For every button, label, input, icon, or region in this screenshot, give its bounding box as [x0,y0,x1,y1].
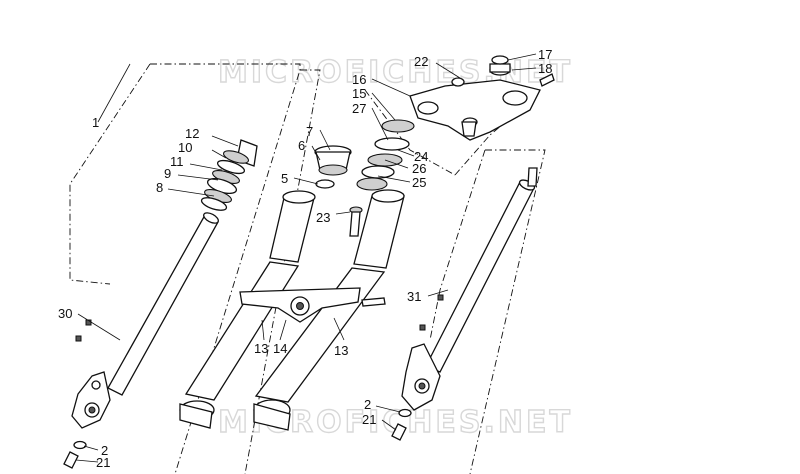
callout-7: 7 [306,124,313,139]
callout-24: 24 [414,149,428,164]
left-fork-seals [200,139,258,211]
callout-16: 16 [352,72,366,87]
right-fork-tube [425,167,538,373]
callout-25: 25 [412,175,426,190]
callout-2-right: 2 [364,397,371,412]
group-bracket-1 [69,63,321,474]
callout-8: 8 [156,180,163,195]
left-axle-bracket [71,371,111,429]
callout-23: 23 [316,210,330,225]
callout-27: 27 [352,101,366,116]
left-washer-bolt [63,440,87,469]
callout-13-right: 13 [334,343,348,358]
callout-15: 15 [352,86,366,101]
callout-26: 26 [412,161,426,176]
group-bracket-31 [429,149,546,474]
left-fork-tube [107,212,219,396]
marker-square [75,335,82,342]
callout-12: 12 [185,126,199,141]
callout-10: 10 [178,140,192,155]
top-triple-clamp [409,55,555,141]
right-axle-bracket [401,343,441,411]
leader-lines [75,53,537,463]
middle-fork-bridge [239,287,386,323]
callout-5: 5 [281,171,288,186]
callout-22: 22 [414,54,428,69]
callout-14: 14 [273,341,287,356]
callout-1: 1 [92,115,99,130]
callout-30: 30 [58,306,72,321]
marker-square [419,324,426,331]
marker-square [437,294,444,301]
callout-21-right: 21 [362,412,376,427]
middle-upper-seals [356,119,415,191]
right-washer-bolt [391,408,412,441]
callout-11: 11 [170,154,184,169]
callout-6: 6 [298,138,305,153]
callout-2-left: 2 [101,443,108,458]
callout-18: 18 [538,61,552,76]
callout-17: 17 [538,47,552,62]
callout-31: 31 [407,289,421,304]
callout-9: 9 [164,166,171,181]
callout-13-left: 13 [254,341,268,356]
callout-21-left: 21 [96,455,110,470]
